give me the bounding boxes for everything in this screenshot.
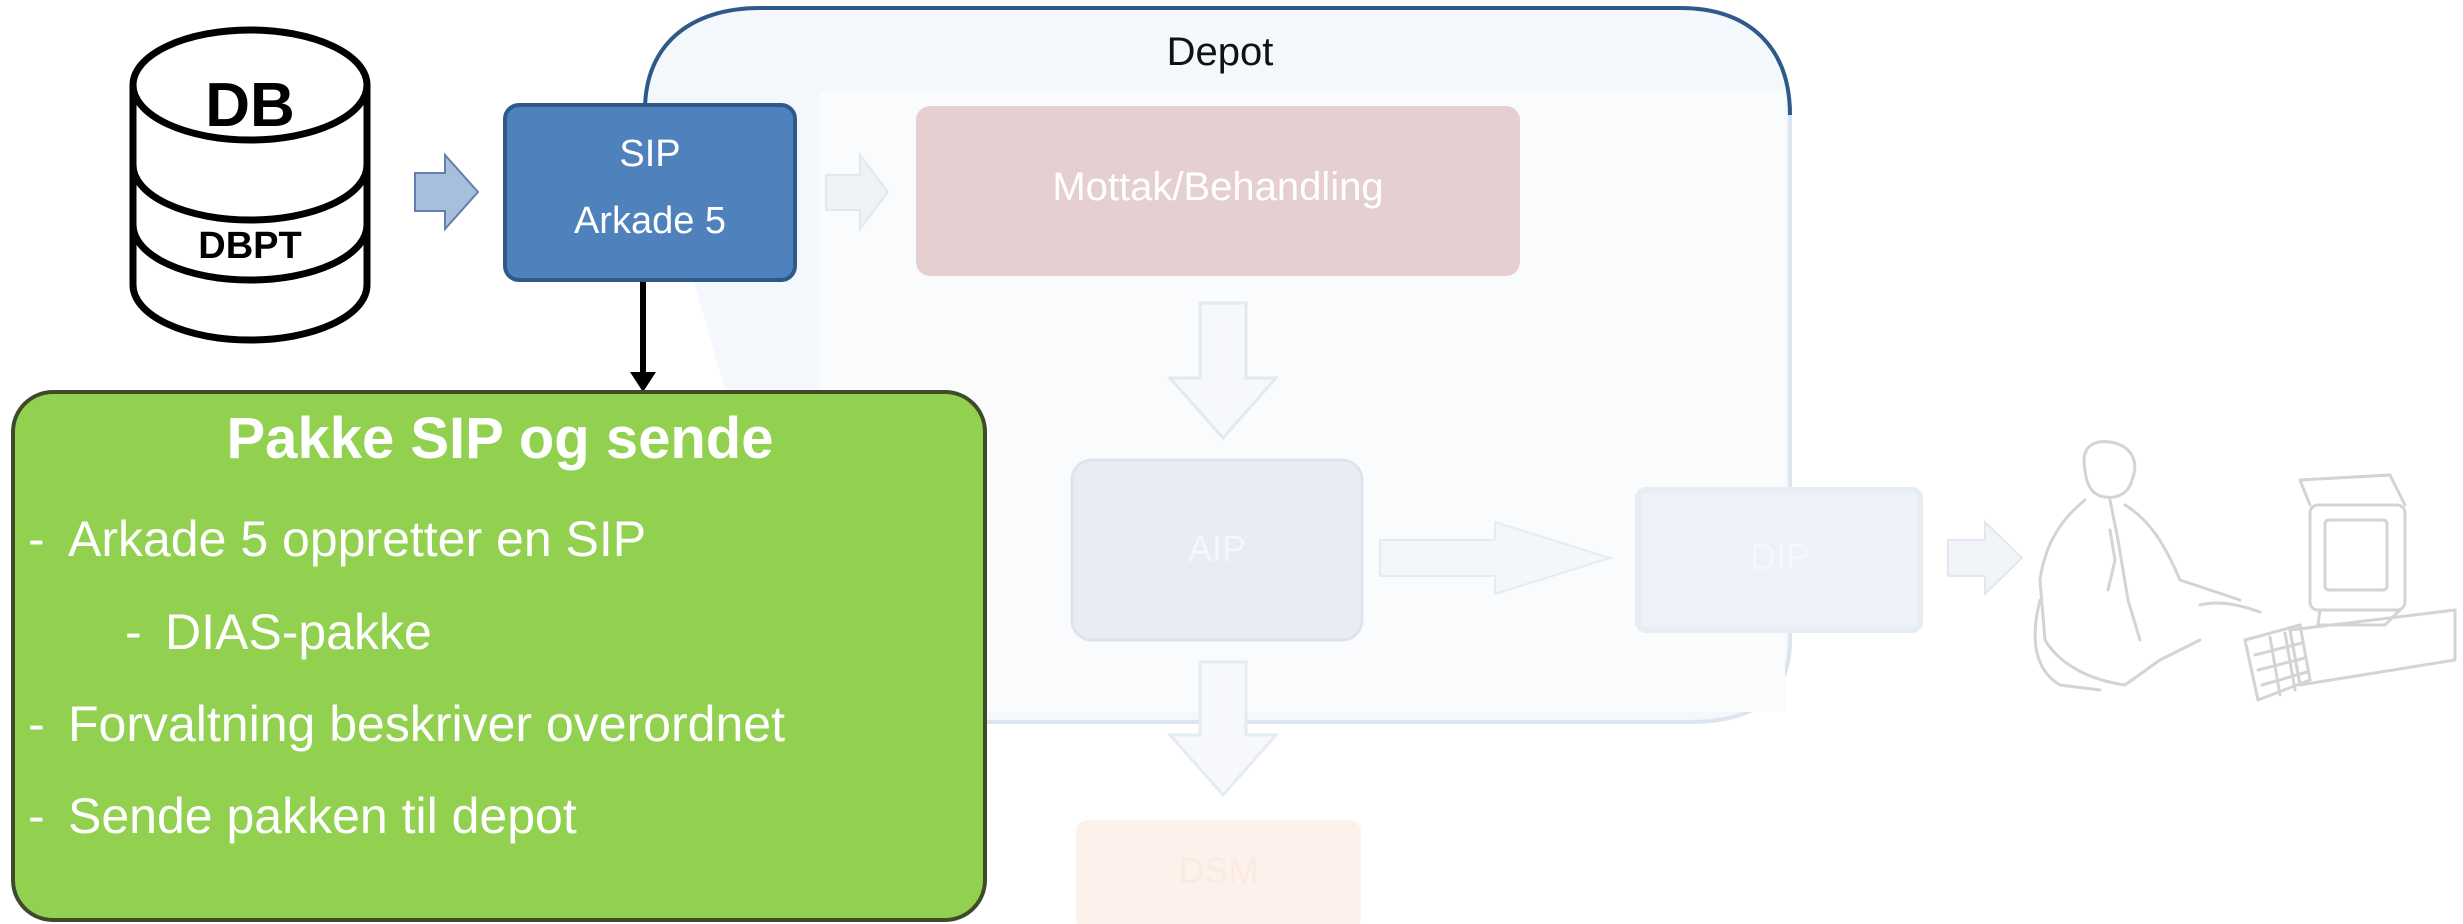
info-card [11,390,987,922]
depot-border [643,6,1792,116]
card-bullet: -Sende pakken til depot [28,787,577,845]
bullet-dash: - [28,511,45,567]
arrow-dip-to-user [1947,519,2024,597]
bullet-text: Arkade 5 oppretter en SIP [68,511,647,567]
arrow-sip-to-mottak [825,152,890,232]
card-bullet: -Arkade 5 oppretter en SIP [28,510,646,568]
bullet-text: DIAS-pakke [165,604,432,660]
database-subtitle: DBPT [198,225,302,267]
dsm-label: DSM [1178,850,1259,891]
bullet-dash: - [28,788,45,844]
arrow-mottak-to-aip [1166,301,1280,441]
dsm-box [1076,820,1361,924]
aip-box [1070,458,1364,642]
bullet-dash: - [28,696,45,752]
database-icon [129,26,371,344]
dip-label: DIP [1749,536,1810,577]
depot-title: Depot [1166,30,1274,74]
connector-arrowhead [630,372,656,392]
user-computer-icon [2033,440,2457,702]
mottak-box [916,106,1520,276]
bullet-dash: - [125,604,142,660]
arrow-aip-to-dsm [1166,660,1280,798]
bullet-text: Forvaltning beskriver overordnet [68,696,785,752]
mottak-label: Mottak/Behandling [1052,165,1384,209]
database-title: DB [205,71,295,140]
sip-label-line2: Arkade 5 [573,200,727,242]
arrow-db-to-sip [414,152,480,232]
bullet-text: Sende pakken til depot [68,788,577,844]
card-bullet: -Forvaltning beskriver overordnet [28,695,785,753]
sip-box [503,103,797,282]
sip-label-line1: SIP [619,133,681,175]
dip-box [1635,487,1923,633]
aip-label: AIP [1187,528,1247,569]
arrow-aip-to-dip [1379,520,1614,596]
card-sub-bullet: -DIAS-pakke [125,603,432,661]
card-title: Pakke SIP og sende [226,406,774,471]
